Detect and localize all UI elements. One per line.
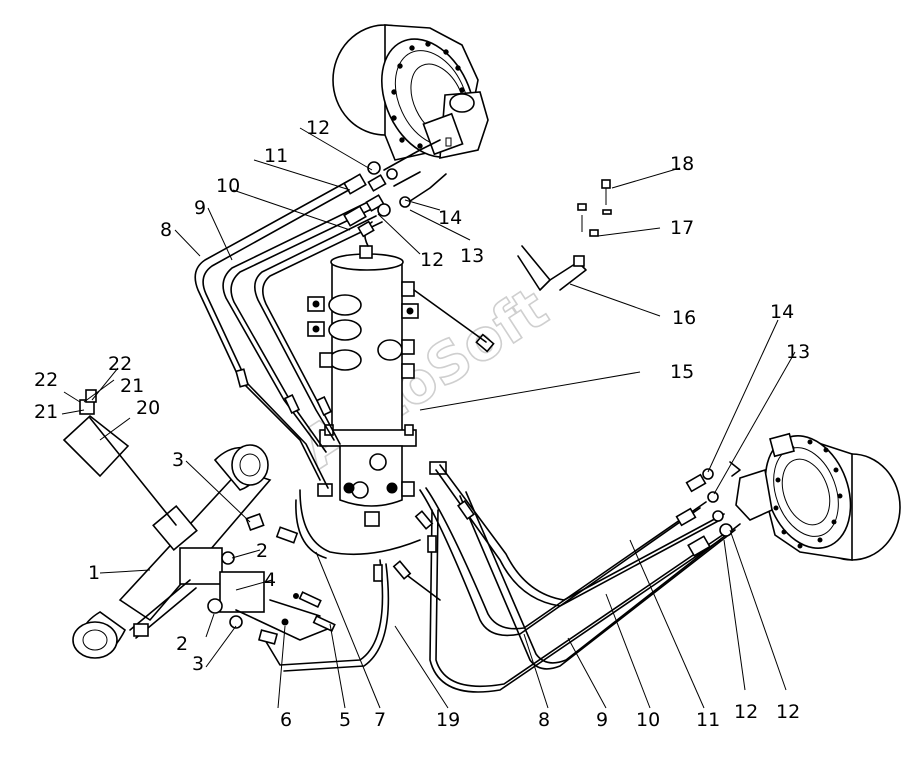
callout-7: 7 bbox=[374, 709, 386, 731]
callout-8-lower: 8 bbox=[538, 709, 550, 731]
callout-2-lower: 2 bbox=[176, 633, 188, 655]
hydraulic-cylinder bbox=[72, 444, 272, 659]
callout-4: 4 bbox=[264, 569, 276, 591]
lower-travel-motor bbox=[735, 432, 901, 561]
callout-2-upper: 2 bbox=[256, 540, 268, 562]
callout-22-right: 22 bbox=[108, 353, 132, 375]
callout-11-upper: 11 bbox=[264, 145, 288, 167]
callout-14-lower: 14 bbox=[770, 301, 794, 323]
callout-21-right: 21 bbox=[120, 375, 144, 397]
callout-labels: 1 2 2 3 3 4 5 6 7 8 8 9 9 10 10 11 11 12… bbox=[34, 117, 810, 731]
callout-14-upper: 14 bbox=[438, 207, 462, 229]
callout-17: 17 bbox=[670, 217, 694, 239]
callout-9-lower: 9 bbox=[596, 709, 608, 731]
callout-6: 6 bbox=[280, 709, 292, 731]
callout-1: 1 bbox=[88, 562, 100, 584]
hydraulic-lines bbox=[194, 139, 741, 693]
callout-12-top: 12 bbox=[306, 117, 330, 139]
leader-lines bbox=[61, 127, 796, 709]
callout-16: 16 bbox=[672, 307, 696, 329]
callout-9-upper: 9 bbox=[194, 197, 206, 219]
callout-10-upper: 10 bbox=[216, 175, 240, 197]
callout-20: 20 bbox=[136, 397, 160, 419]
upper-travel-motor bbox=[332, 24, 489, 161]
callout-22-left: 22 bbox=[34, 369, 58, 391]
callout-11-lower: 11 bbox=[696, 709, 720, 731]
callout-21-left: 21 bbox=[34, 401, 58, 423]
callout-12-mid: 12 bbox=[420, 249, 444, 271]
clamp-bracket bbox=[517, 179, 612, 291]
callout-12-bottom-left: 12 bbox=[734, 701, 758, 723]
callout-13-upper: 13 bbox=[460, 245, 484, 267]
center-swivel-joint bbox=[307, 221, 447, 527]
callout-5: 5 bbox=[339, 709, 351, 731]
callout-12-bottom-right: 12 bbox=[776, 701, 800, 723]
callout-8-upper: 8 bbox=[160, 219, 172, 241]
callout-10-lower: 10 bbox=[636, 709, 660, 731]
callout-19: 19 bbox=[436, 709, 460, 731]
callout-15: 15 bbox=[670, 361, 694, 383]
callout-18: 18 bbox=[670, 153, 694, 175]
callout-3-upper: 3 bbox=[172, 449, 184, 471]
callout-13-lower: 13 bbox=[786, 341, 810, 363]
callout-3-lower: 3 bbox=[192, 653, 204, 675]
